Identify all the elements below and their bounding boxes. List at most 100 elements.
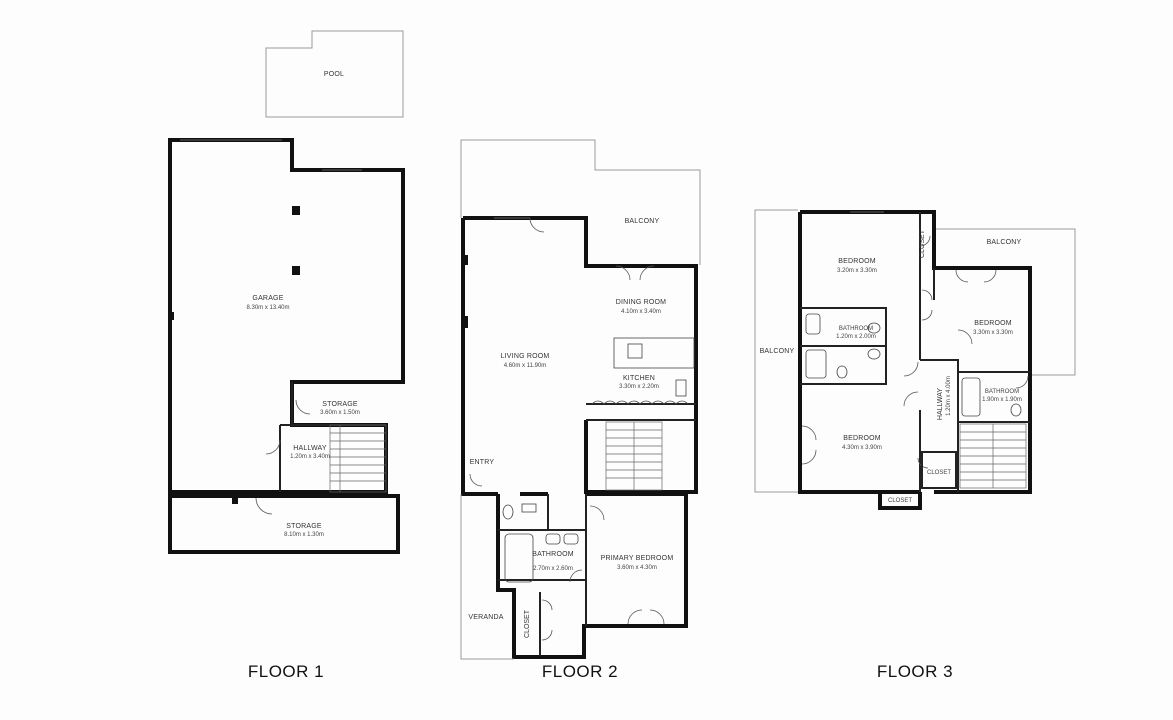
staircase bbox=[959, 423, 1027, 489]
closet-door bbox=[541, 599, 553, 641]
pool-outline bbox=[265, 30, 404, 118]
floor-3-walls bbox=[798, 210, 1032, 494]
room-label-balcony: BALCONY bbox=[625, 218, 660, 225]
floor-2-plan bbox=[460, 139, 701, 660]
door-swing bbox=[529, 217, 545, 233]
room-dims-storage: 3.60m x 1.50m bbox=[320, 410, 360, 416]
room-label-veranda: VERANDA bbox=[468, 614, 503, 621]
room-dims-hallway: 1.20m x 3.40m bbox=[290, 454, 330, 460]
room-label-bedroom-2: BEDROOM bbox=[974, 320, 1012, 327]
door-swing bbox=[957, 329, 973, 345]
balcony-right-outline bbox=[934, 228, 1076, 376]
french-door bbox=[627, 609, 665, 625]
storage-bottom-walls bbox=[168, 492, 400, 554]
toilet bbox=[1010, 403, 1022, 417]
sink bbox=[867, 322, 881, 334]
bathtub bbox=[961, 377, 981, 417]
french-door bbox=[955, 269, 997, 283]
room-dims-kitchen: 3.30m x 2.20m bbox=[619, 384, 659, 390]
room-label-entry: ENTRY bbox=[470, 459, 495, 466]
french-door bbox=[615, 265, 655, 281]
room-label-closet-1: CLOSET bbox=[919, 229, 926, 258]
shower bbox=[805, 313, 821, 335]
sink bbox=[521, 503, 537, 513]
room-label-primary-bedroom: PRIMARY BEDROOM bbox=[601, 555, 674, 562]
sink bbox=[545, 533, 561, 545]
closet-door bbox=[919, 235, 931, 247]
door-swing bbox=[295, 399, 311, 415]
interior-walls bbox=[498, 494, 587, 626]
room-dims-primary-bedroom: 3.60m x 4.30m bbox=[617, 565, 657, 571]
column bbox=[292, 206, 300, 215]
room-dims-bedroom-3: 4.30m x 3.90m bbox=[842, 445, 882, 451]
staircase bbox=[329, 424, 387, 493]
closet-bottom-walls bbox=[878, 492, 922, 510]
toilet bbox=[836, 365, 848, 379]
room-label-pool: POOL bbox=[324, 71, 344, 78]
room-label-closet-3: CLOSET bbox=[888, 498, 912, 504]
cooktop bbox=[627, 343, 643, 359]
room-label-garage: GARAGE bbox=[252, 295, 283, 302]
column bbox=[168, 312, 174, 320]
room-dims-living-room: 4.60m x 11.90m bbox=[504, 363, 547, 369]
toilet bbox=[502, 504, 514, 520]
floor-2-title: FLOOR 2 bbox=[541, 662, 619, 681]
room-label-bathroom-1: BATHROOM bbox=[839, 326, 873, 332]
door-swing bbox=[1015, 375, 1029, 389]
french-door bbox=[801, 425, 817, 465]
room-label-balcony-left: BALCONY bbox=[760, 348, 795, 355]
door-swing bbox=[569, 569, 583, 583]
door-swing bbox=[265, 439, 281, 455]
room-label-hallway: HALLWAY bbox=[937, 388, 944, 420]
kitchen-counter bbox=[586, 403, 696, 421]
room-label-dining-room: DINING ROOM bbox=[616, 299, 666, 306]
garage-walls bbox=[168, 138, 405, 494]
column bbox=[292, 266, 300, 275]
veranda-outline bbox=[460, 494, 514, 660]
room-label-closet-2: CLOSET bbox=[927, 470, 951, 476]
floor-1-plan bbox=[168, 30, 405, 554]
room-label-bathroom-2: BATHROOM bbox=[985, 389, 1019, 395]
column bbox=[463, 255, 468, 265]
room-dims-bedroom-1: 3.20m x 3.30m bbox=[837, 268, 877, 274]
door-swing bbox=[589, 505, 605, 521]
closet-door bbox=[921, 289, 933, 321]
floor-3-plan bbox=[754, 209, 1076, 510]
bathtub bbox=[805, 349, 827, 379]
floor-2-lower-walls bbox=[496, 492, 688, 659]
room-label-hallway: HALLWAY bbox=[293, 445, 327, 452]
column bbox=[232, 496, 238, 504]
door-swing bbox=[917, 457, 929, 469]
door-swing bbox=[903, 391, 919, 407]
hallway-walls bbox=[279, 424, 330, 492]
room-label-closet: CLOSET bbox=[524, 609, 531, 638]
room-label-storage: STORAGE bbox=[322, 401, 358, 408]
closet-small-walls bbox=[921, 451, 957, 489]
room-dims-dining-room: 4.10m x 3.40m bbox=[621, 309, 661, 315]
cabinet-edge bbox=[591, 400, 689, 405]
room-label-bedroom-3: BEDROOM bbox=[843, 435, 881, 442]
room-dims-bathroom-1: 1.20m x 2.00m bbox=[836, 334, 876, 340]
staircase bbox=[605, 421, 663, 491]
room-label-kitchen: KITCHEN bbox=[623, 375, 655, 382]
floor-1-title: FLOOR 1 bbox=[247, 662, 325, 681]
sink bbox=[867, 348, 881, 360]
floor-2-walls bbox=[461, 216, 698, 496]
balcony-left-outline bbox=[754, 209, 798, 493]
room-label-living-room: LIVING ROOM bbox=[501, 353, 550, 360]
floor-3-title: FLOOR 3 bbox=[876, 662, 954, 681]
room-dims-bedroom-2: 3.30m x 3.30m bbox=[973, 330, 1013, 336]
room-dims-storage-bottom: 8.10m x 1.30m bbox=[284, 532, 324, 538]
door-swing bbox=[255, 497, 273, 515]
room-dims-garage: 8.30m x 13.40m bbox=[246, 305, 289, 311]
room-dims-bathroom-2: 1.90m x 1.90m bbox=[982, 397, 1022, 403]
balcony-outline bbox=[460, 139, 701, 265]
room-dims-hallway: 1.20m x 4.00m bbox=[946, 376, 952, 416]
interior-walls bbox=[800, 212, 1030, 492]
appliance bbox=[675, 379, 687, 397]
room-label-balcony-right: BALCONY bbox=[987, 239, 1022, 246]
room-dims-bathroom: 2.70m x 2.60m bbox=[533, 566, 573, 572]
room-label-bathroom: BATHROOM bbox=[532, 551, 574, 558]
kitchen-island bbox=[613, 337, 695, 369]
